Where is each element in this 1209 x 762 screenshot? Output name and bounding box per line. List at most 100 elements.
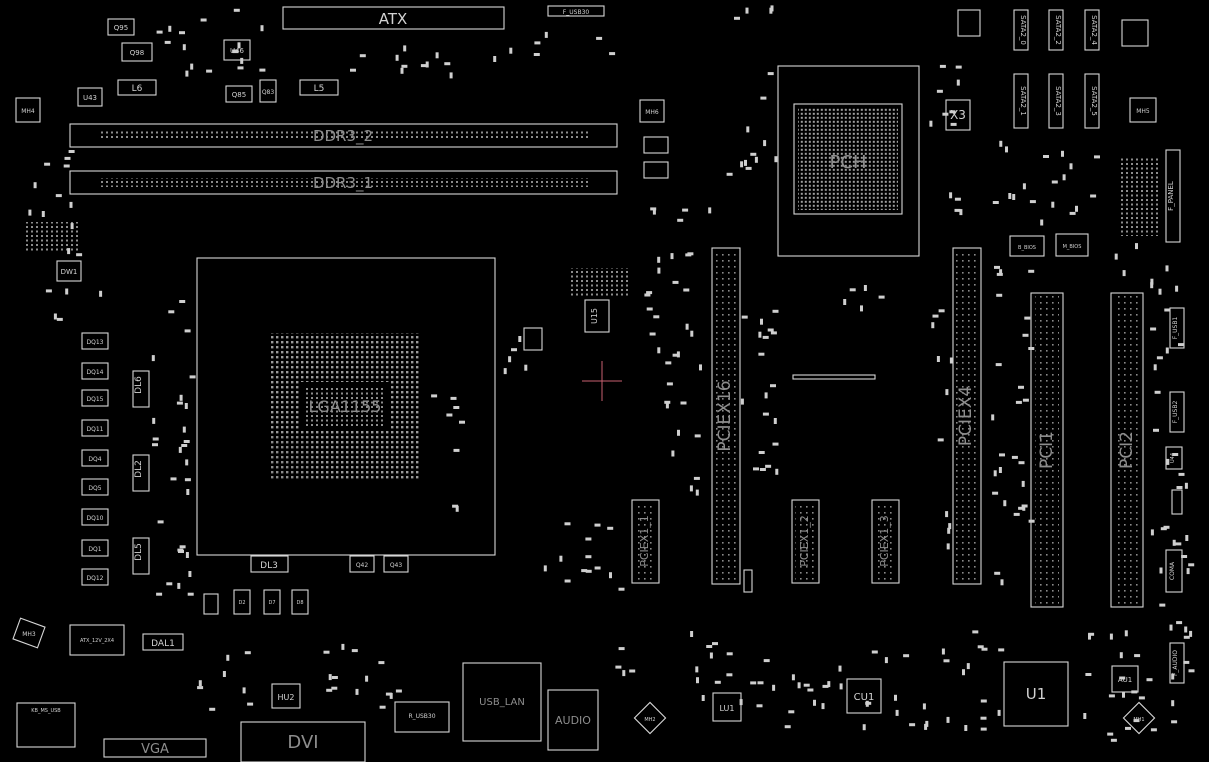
pch-chip[interactable]: PCH xyxy=(777,65,920,257)
q90-transistor[interactable] xyxy=(643,161,669,179)
passive-pad xyxy=(759,468,766,471)
passive-pad xyxy=(653,315,660,319)
passive-pad xyxy=(955,65,962,69)
l6-inductor[interactable]: L6 xyxy=(117,79,157,96)
passive-pad xyxy=(1153,428,1159,432)
passive-pad xyxy=(185,70,189,77)
atx-label: ATX xyxy=(379,10,408,28)
passive-pad xyxy=(962,669,965,676)
passive-pad xyxy=(937,438,944,442)
passive-pad xyxy=(511,348,517,352)
m-bios-chip[interactable]: M_BIOS xyxy=(1055,233,1089,257)
mounting-hole-mh3: MH3 xyxy=(12,617,46,649)
passive-pad xyxy=(745,7,749,14)
pciex1-2-slot[interactable]: PCIEX1_2 xyxy=(791,499,820,584)
b-bios-chip[interactable]: B_BIOS xyxy=(1009,235,1045,257)
passive-pad xyxy=(182,426,186,433)
hu2-chip[interactable]: HU2 xyxy=(271,683,301,709)
f-usb2-header[interactable]: F_USB2 xyxy=(1169,391,1185,433)
passive-pad xyxy=(544,31,548,38)
passive-pad xyxy=(323,650,330,654)
passive-pad xyxy=(168,25,172,32)
kb-ms-usb-connector[interactable]: KB_MS_USB xyxy=(16,702,76,748)
passive-pad xyxy=(1085,673,1092,676)
passive-pad xyxy=(385,692,392,696)
lu1-chip[interactable]: LU1 xyxy=(712,692,742,722)
passive-pad xyxy=(350,68,356,72)
passive-pad xyxy=(533,53,540,56)
pciex16-slot[interactable]: PCIEX16 xyxy=(711,247,741,585)
ddr3-1-slot[interactable]: DDR3_1 xyxy=(69,170,618,195)
ddr3-2-slot[interactable]: DDR3_2 xyxy=(69,123,618,148)
passive-pad xyxy=(455,505,459,512)
passive-pad xyxy=(237,42,241,49)
atx-12v-connector[interactable]: ATX_12V_2X4 xyxy=(69,624,125,656)
q85-transistor[interactable]: Q85 xyxy=(225,85,253,103)
passive-pad xyxy=(233,8,240,12)
passive-pad xyxy=(672,280,679,284)
cpu-socket-lga1155[interactable]: LGA1155 xyxy=(196,257,496,556)
com-header[interactable]: COMA xyxy=(1165,549,1183,593)
dvi-connector[interactable]: DVI xyxy=(240,721,366,762)
passive-pad xyxy=(185,459,189,466)
q80-transistor[interactable] xyxy=(523,327,543,351)
passive-pad xyxy=(672,353,679,357)
pci2-slot[interactable]: PCI2 xyxy=(1110,292,1144,608)
q82-transistor[interactable] xyxy=(1121,19,1149,47)
pciex1-1-slot[interactable]: PCIEX1_1 xyxy=(631,499,660,584)
u43-chip[interactable]: U43 xyxy=(77,87,103,107)
passive-pad xyxy=(1133,719,1140,723)
cu1-chip[interactable]: CU1 xyxy=(846,678,882,714)
passive-pad xyxy=(157,520,164,524)
passive-pad xyxy=(708,207,712,214)
passive-pad xyxy=(1175,285,1179,292)
pciex1-3-slot[interactable]: PCIEX1_3 xyxy=(871,499,900,584)
passive-pad xyxy=(164,40,171,44)
q43-transistor[interactable]: Q43 xyxy=(383,555,409,573)
f-usb1-header[interactable]: F_USB1 xyxy=(1169,307,1185,349)
passive-pad xyxy=(822,684,829,688)
passive-pad xyxy=(69,201,73,208)
passive-pad xyxy=(838,665,842,672)
q42-transistor[interactable]: Q42 xyxy=(349,555,375,573)
small-header[interactable] xyxy=(1171,489,1183,515)
passive-pad xyxy=(950,122,957,126)
q95-transistor[interactable]: Q95 xyxy=(107,18,135,36)
vga-connector[interactable]: VGA xyxy=(103,738,207,758)
l5-inductor[interactable]: L5 xyxy=(299,79,339,96)
passive-pad xyxy=(695,666,699,673)
passive-pad xyxy=(757,681,764,685)
f-panel-header[interactable]: F_PANEL xyxy=(1165,149,1181,243)
passive-pad xyxy=(389,692,393,699)
passive-pad xyxy=(998,648,1005,652)
pciex4-slot[interactable]: PCIEX4 xyxy=(952,247,982,585)
dw1-chip[interactable]: DW1 xyxy=(56,260,82,282)
u1-superio-chip[interactable]: U1 xyxy=(1003,661,1069,727)
u15-chip[interactable]: U15 xyxy=(584,299,610,333)
r-usb30-connector[interactable]: R_USB30 xyxy=(394,701,450,733)
l5-label: L5 xyxy=(314,84,325,94)
x3-crystal[interactable]: X3 xyxy=(945,99,971,131)
usb-lan-connector[interactable]: USB_LAN xyxy=(462,662,542,742)
sata-connectors[interactable]: SATA2_0 SATA2_2 SATA2_4 SATA2_1 SATA2_3 … xyxy=(1013,9,1100,129)
passive-pad xyxy=(863,285,867,291)
audio-connector[interactable]: AUDIO xyxy=(547,689,599,751)
pci1-slot[interactable]: PCI1 xyxy=(1030,292,1064,608)
passive-pad xyxy=(446,413,453,417)
q93-transistor[interactable] xyxy=(643,136,669,154)
passive-pad xyxy=(682,208,689,212)
passive-pad xyxy=(1184,482,1188,489)
svg-text:DQ12: DQ12 xyxy=(87,575,104,582)
q84-transistor[interactable] xyxy=(957,9,981,37)
passive-pad xyxy=(151,355,155,362)
u44-chip[interactable]: U44 xyxy=(1165,446,1183,470)
q98-transistor[interactable]: Q98 xyxy=(121,42,153,62)
q83-transistor[interactable]: Q83 xyxy=(259,79,277,103)
f-usb30-header[interactable]: F_USB30 xyxy=(547,5,605,17)
passive-pad xyxy=(178,446,182,453)
atx-connector[interactable]: ATX xyxy=(282,6,505,30)
svg-text:R_USB30: R_USB30 xyxy=(408,713,435,720)
passive-pad xyxy=(726,172,733,176)
passive-pad xyxy=(1051,201,1055,208)
passive-pad xyxy=(739,699,743,706)
